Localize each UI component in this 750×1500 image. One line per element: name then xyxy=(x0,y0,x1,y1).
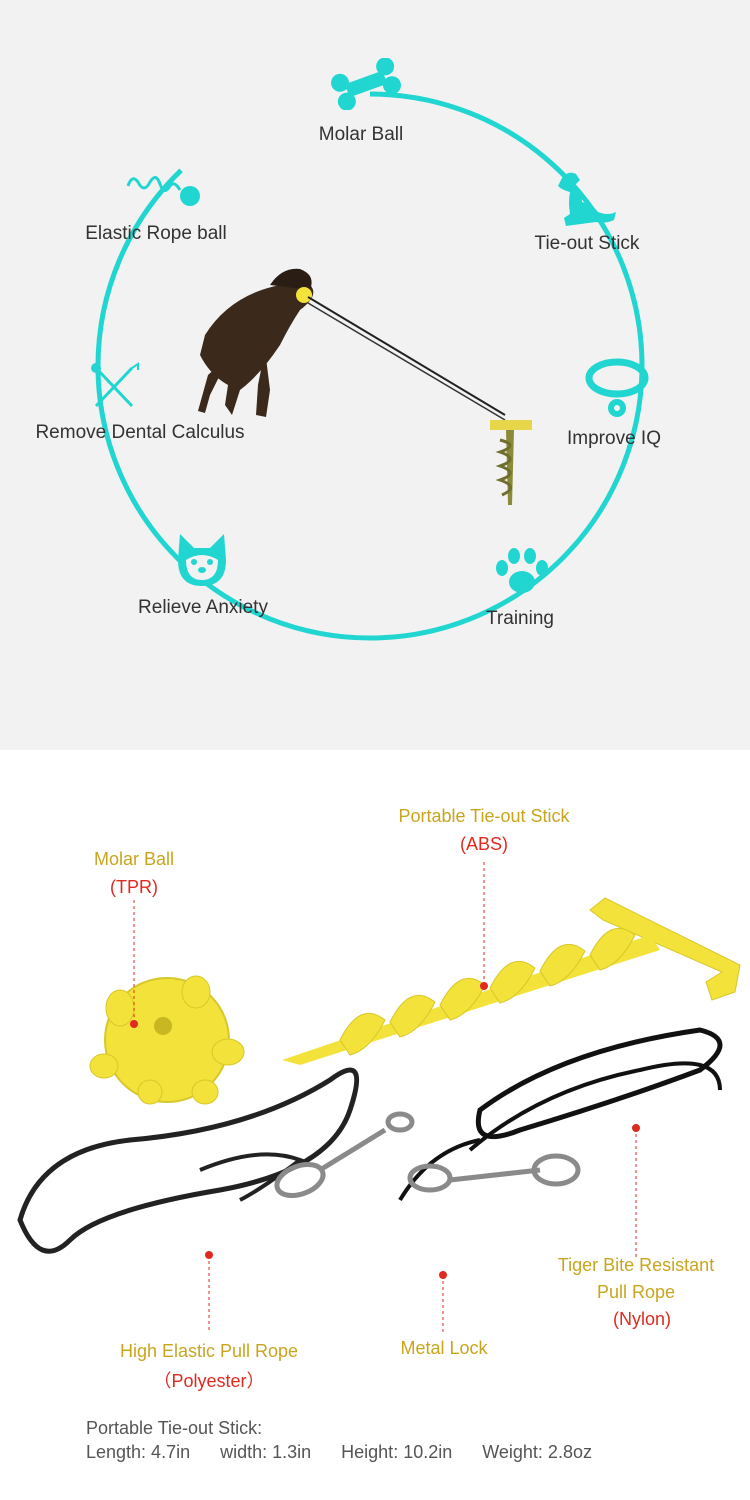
tiger-rope-label-1: Tiger Bite Resistant xyxy=(557,1255,715,1275)
tiger-rope-label-2: Pull Rope xyxy=(596,1282,676,1302)
elastic-rope-material-label: （Polyester） xyxy=(153,1371,265,1391)
feature-tie-out-stick: Tie-out Stick xyxy=(534,233,640,254)
product-parts-image xyxy=(17,862,741,1332)
tiger-rope-material-label: (Nylon) xyxy=(612,1309,672,1329)
spec-length: Length: 4.7in xyxy=(86,1442,191,1462)
spec-width: width: 1.3in xyxy=(220,1442,312,1462)
ball-material-label: (TPR) xyxy=(110,877,158,897)
feature-elastic-rope-ball: Elastic Rope ball xyxy=(85,223,227,244)
feature-molar-ball: Molar Ball xyxy=(318,124,404,145)
spec-row: Length: 4.7in width: 1.3in Height: 10.2in W… xyxy=(86,1442,622,1463)
stick-material-label: (ABS) xyxy=(459,834,509,854)
paw-icon xyxy=(496,548,548,593)
rope-ball-icon xyxy=(126,176,200,206)
spec-height: Height: 10.2in xyxy=(341,1442,453,1462)
feature-training: Training xyxy=(486,608,554,629)
feature-improve-iq: Improve IQ xyxy=(567,428,661,449)
sitting-dog-icon xyxy=(558,172,616,226)
bone-icon xyxy=(331,58,401,110)
stick-title-label: Portable Tie-out Stick xyxy=(398,806,570,826)
feature-relieve-anxiety: Relieve Anxiety xyxy=(138,597,268,618)
dog-pulling-rope-image xyxy=(198,268,532,505)
spec-weight: Weight: 2.8oz xyxy=(482,1442,592,1462)
dental-tools-icon xyxy=(91,362,139,408)
metal-lock-label: Metal Lock xyxy=(400,1338,488,1358)
ball-title-label: Molar Ball xyxy=(93,849,175,869)
parts-panel: Portable Tie-out Stick (ABS) Molar Ball … xyxy=(0,750,750,1500)
elastic-rope-title-label: High Elastic Pull Rope xyxy=(119,1341,299,1361)
feature-remove-dental-calculus: Remove Dental Calculus xyxy=(35,422,245,443)
shiba-face-icon xyxy=(178,534,226,586)
collar-icon xyxy=(585,358,649,417)
features-panel: Molar Ball Tie-out Stick Improve IQ Trai… xyxy=(0,0,750,750)
spec-title: Portable Tie-out Stick: xyxy=(86,1418,263,1438)
